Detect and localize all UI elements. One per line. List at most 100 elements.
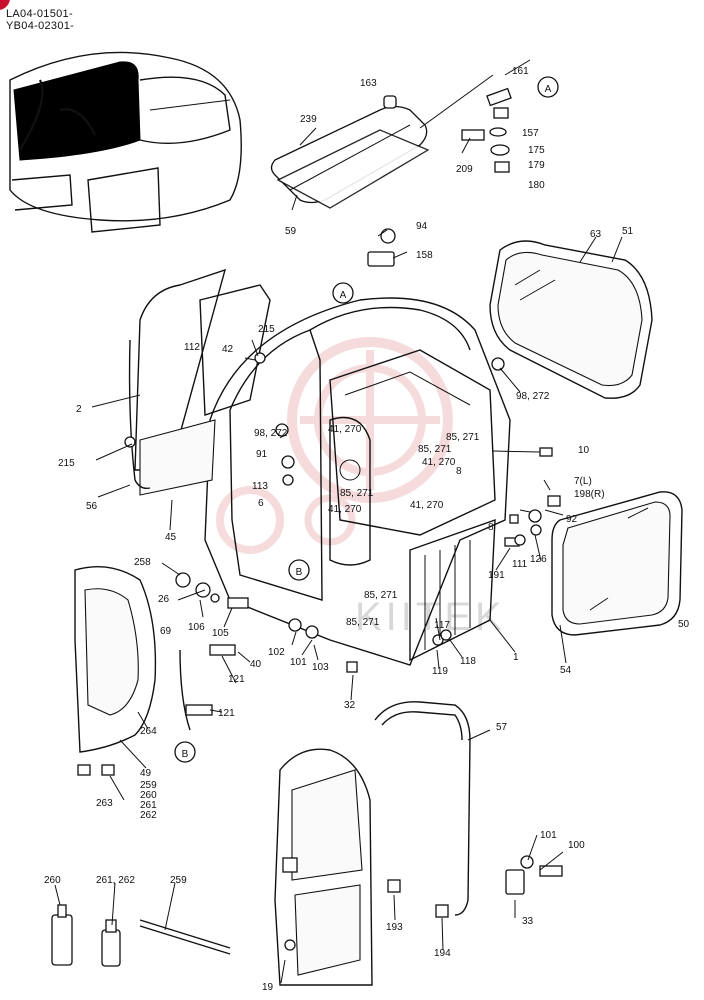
corner-marker: [0, 0, 10, 10]
part-label-163: 163: [360, 78, 377, 89]
part-label-26: 26: [158, 594, 170, 605]
rear-panel-assembly: [74, 565, 157, 776]
part-label-239: 239: [300, 114, 317, 125]
part-label-103: 103: [312, 662, 329, 673]
part-label-85-271-e: 85, 271: [346, 617, 380, 628]
part-label-117: 117: [434, 620, 450, 631]
watermark-text: KIITEK: [355, 595, 506, 639]
view-marker-a-cab: [332, 282, 354, 304]
view-marker-a-top: [537, 76, 559, 98]
part-label-7-left: 7(L): [574, 476, 592, 487]
roof-latch-hardware: [367, 59, 531, 267]
part-label-45: 45: [165, 532, 177, 543]
part-label-33: 33: [522, 916, 534, 927]
part-label-56: 56: [86, 501, 98, 512]
part-label-98-272-right: 98, 272: [516, 391, 550, 402]
machine-overview-thumbnail: [9, 51, 242, 233]
part-label-54: 54: [560, 665, 572, 676]
part-label-40: 40: [250, 659, 262, 670]
part-label-191: 191: [488, 570, 505, 581]
part-label-1: 1: [513, 652, 519, 663]
part-label-94: 94: [416, 221, 428, 232]
part-label-105: 105: [212, 628, 229, 639]
part-label-92: 92: [566, 514, 578, 525]
part-label-215-lower: 215: [58, 458, 75, 469]
consumables: [51, 904, 231, 967]
part-label-85-271-b: 85, 271: [418, 444, 452, 455]
front-window-assembly: [489, 240, 653, 399]
part-label-85-271-d: 85, 271: [364, 590, 398, 601]
part-label-198-right: 198(R): [574, 489, 605, 500]
svg-text:B: B: [182, 749, 189, 760]
part-label-179: 179: [528, 160, 545, 171]
part-label-41-270-d: 41, 270: [410, 500, 444, 511]
part-label-2: 2: [76, 404, 82, 415]
part-label-261-262-bottle: 261, 262: [96, 875, 135, 886]
part-label-121-lower: 121: [218, 708, 235, 719]
part-label-42: 42: [222, 344, 234, 355]
part-label-6: 6: [258, 498, 264, 509]
part-label-19: 19: [262, 982, 274, 993]
roof-window-assembly: [270, 105, 430, 209]
part-label-85-271-a: 85, 271: [446, 432, 480, 443]
part-label-32: 32: [344, 700, 356, 711]
part-label-41-270-b: 41, 270: [422, 457, 456, 468]
part-label-119: 119: [432, 666, 448, 677]
part-label-215-upper: 215: [258, 324, 275, 335]
serial-range-1: LA04-01501-: [6, 8, 73, 20]
view-markers: A A B B: [174, 76, 559, 763]
part-number-labels: 163 161 157 175 179 180 209 239 59 94 15…: [44, 66, 690, 993]
side-window-assembly: [551, 491, 683, 636]
part-label-262: 262: [140, 810, 157, 821]
part-label-121-upper: 121: [228, 674, 245, 685]
part-label-260: 260: [140, 790, 157, 801]
cab-door-assembly: [274, 748, 373, 986]
svg-text:B: B: [296, 567, 303, 578]
part-label-259-tool: 259: [170, 875, 187, 886]
door-seal: [374, 701, 471, 916]
cab-frame: [204, 297, 511, 666]
part-label-261: 261: [140, 800, 157, 811]
serial-range-2: YB04-02301-: [6, 20, 75, 32]
part-label-10: 10: [578, 445, 590, 456]
part-label-8-upper: 8: [456, 466, 462, 477]
svg-text:A: A: [545, 84, 552, 95]
part-label-41-270-c: 41, 270: [328, 504, 362, 515]
watermark-logo: [216, 337, 453, 554]
part-label-106: 106: [188, 622, 205, 633]
view-marker-b-detail: [174, 741, 196, 763]
part-label-157: 157: [522, 128, 539, 139]
part-label-112: 112: [184, 342, 200, 353]
part-label-193: 193: [386, 922, 403, 933]
part-label-100: 100: [568, 840, 585, 851]
part-label-50: 50: [678, 619, 690, 630]
part-label-8-lower: 8: [488, 522, 494, 533]
serial-range-header: LA04-01501- YB04-02301-: [6, 8, 74, 32]
part-label-194: 194: [434, 948, 451, 959]
part-label-260-bottle: 260: [44, 875, 61, 886]
part-label-161: 161: [512, 66, 529, 77]
part-label-126: 126: [530, 554, 547, 565]
part-label-63: 63: [590, 229, 602, 240]
part-label-57: 57: [496, 722, 508, 733]
frame-hardware: [124, 352, 561, 731]
part-label-59: 59: [285, 226, 297, 237]
part-label-41-270-a: 41, 270: [328, 424, 362, 435]
view-marker-b-cab: [288, 559, 310, 581]
part-label-258: 258: [134, 557, 151, 568]
part-label-49: 49: [140, 768, 152, 779]
part-label-113: 113: [252, 481, 268, 492]
part-label-259: 259: [140, 780, 157, 791]
part-label-85-271-c: 85, 271: [340, 488, 374, 499]
part-label-101-upper: 101: [290, 657, 307, 668]
part-label-102: 102: [268, 647, 285, 658]
part-label-69: 69: [160, 626, 172, 637]
part-label-51: 51: [622, 226, 634, 237]
part-label-111: 111: [512, 559, 528, 570]
svg-text:A: A: [340, 290, 347, 301]
part-label-264: 264: [140, 726, 157, 737]
part-label-101-lower: 101: [540, 830, 557, 841]
part-label-175: 175: [528, 145, 545, 156]
